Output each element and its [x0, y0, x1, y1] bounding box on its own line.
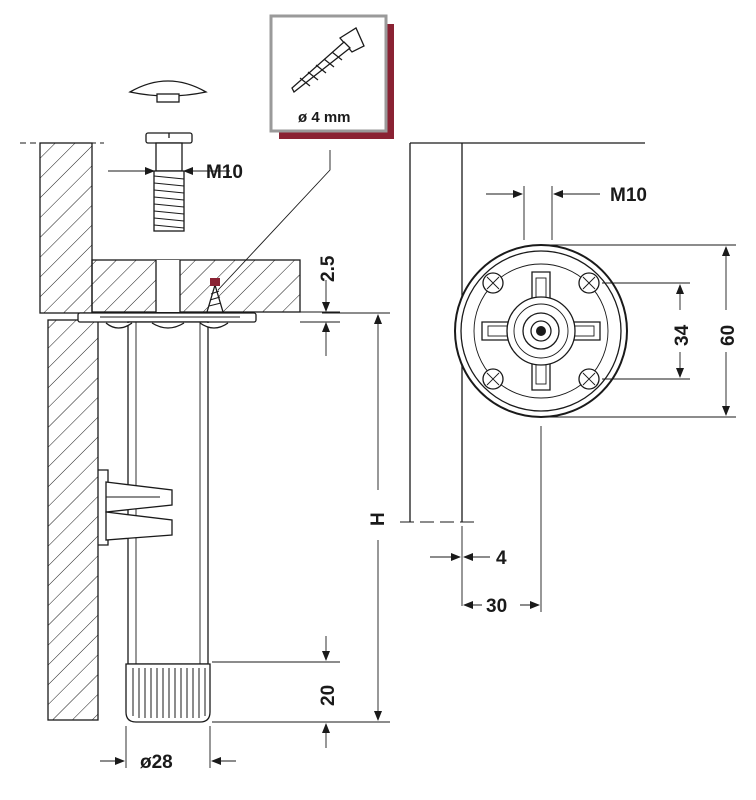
callout-label: ø 4 mm — [298, 109, 351, 126]
wood-screw — [206, 278, 224, 313]
label-height: H — [368, 512, 389, 526]
dim-foot-height — [212, 636, 340, 748]
screw-head-br — [578, 368, 600, 390]
dim-height — [212, 312, 390, 723]
side-clip — [98, 469, 173, 546]
dim-hole-spacing — [602, 282, 690, 380]
adjustable-foot — [125, 663, 211, 723]
top-view: M10 34 60 4 30 — [400, 142, 739, 617]
cover-cap — [128, 80, 208, 97]
label-plate-diameter: 60 — [718, 325, 739, 346]
label-plate-thickness: 2.5 — [318, 255, 339, 282]
dim-thread-right — [486, 186, 600, 240]
label-foot-height: 20 — [318, 685, 339, 706]
wood-screw-icon — [291, 27, 365, 94]
side-view: M10 2.5 H 20 ø2 — [20, 80, 390, 773]
dim-diameter — [100, 726, 236, 768]
label-hole-spacing: 34 — [672, 324, 693, 346]
dim-plate-thickness — [300, 280, 340, 356]
label-center-offset: 30 — [486, 596, 507, 617]
m10-bolt — [145, 132, 193, 232]
dim-plate-diameter — [541, 244, 736, 418]
mounting-plate — [77, 312, 257, 323]
dim-center-offset — [463, 426, 542, 612]
label-edge-offset: 4 — [496, 548, 507, 569]
screw-callout: ø 4 mm — [217, 14, 394, 291]
label-thread-left: M10 — [206, 162, 243, 183]
bottom-board — [91, 259, 301, 313]
cabinet-side-panel-lower — [47, 319, 99, 721]
plate-screws — [482, 272, 600, 390]
dim-edge-offset — [430, 526, 490, 606]
screw-head-bl — [482, 368, 504, 390]
mounting-plate-top — [454, 244, 628, 418]
label-diameter: ø28 — [140, 752, 173, 773]
screw-head-tl — [482, 272, 504, 294]
cabinet-side-panel-upper — [39, 142, 93, 314]
label-thread-right: M10 — [610, 185, 647, 206]
screw-head-tr — [578, 272, 600, 294]
